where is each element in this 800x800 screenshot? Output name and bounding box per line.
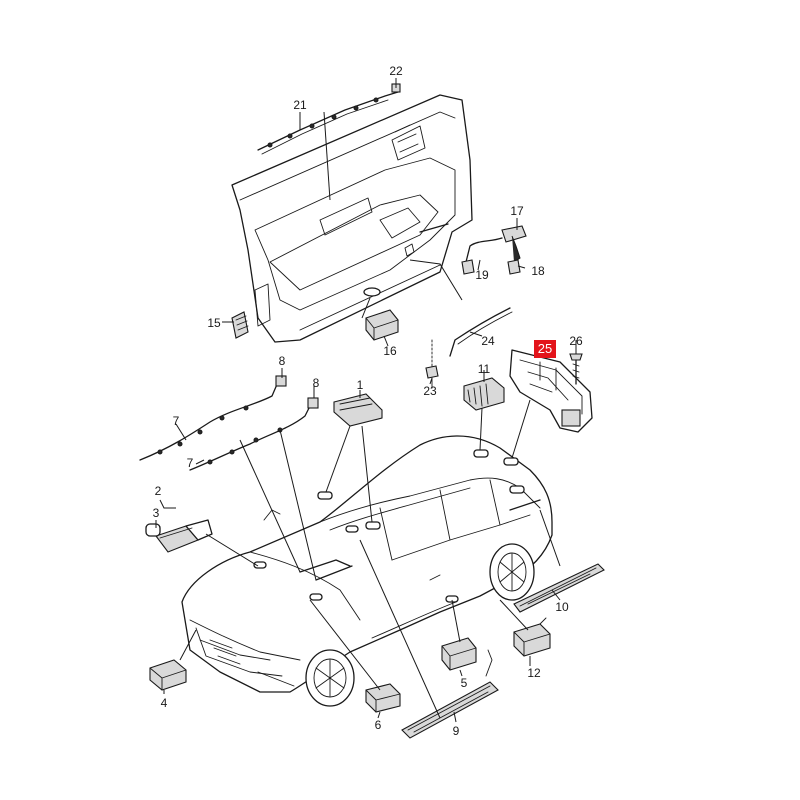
callout-26: 26: [569, 334, 583, 348]
control-module-16: [365, 309, 399, 341]
callout-23: 23: [423, 384, 437, 398]
screw-26: [569, 353, 583, 385]
module-5: [441, 637, 477, 671]
callout-19: 19: [475, 268, 489, 282]
callout-2: 2: [154, 484, 162, 498]
module-4: [149, 659, 187, 691]
callout-18: 18: [531, 264, 545, 278]
callout-9: 9: [452, 724, 460, 738]
module-11: [463, 377, 505, 411]
connector-8: [275, 375, 319, 409]
sill-light-9: [401, 649, 499, 739]
interior-lamp-1: [333, 393, 383, 427]
callout-7a: 7: [172, 414, 180, 428]
connector-17-18-19: [461, 225, 527, 275]
callout-7b: 7: [186, 456, 194, 470]
callout-21: 21: [293, 98, 307, 112]
callout-8b: 8: [312, 376, 320, 390]
switch-2-3: [145, 519, 213, 553]
callout-4: 4: [160, 696, 168, 710]
callout-12: 12: [527, 666, 541, 680]
vehicle-body: [181, 435, 553, 707]
callout-11: 11: [477, 362, 491, 376]
module-6: [365, 683, 401, 713]
callout-8a: 8: [278, 354, 286, 368]
speaker-grille-15: [231, 311, 249, 339]
callout-1: 1: [356, 378, 364, 392]
callout-5: 5: [460, 676, 468, 690]
module-12: [513, 617, 551, 657]
callout-17: 17: [510, 204, 524, 218]
bracket-25: [509, 349, 593, 433]
mounting-lenses: [253, 449, 541, 603]
callout-10: 10: [555, 600, 569, 614]
callout-16: 16: [383, 344, 397, 358]
cable-harness-7: [139, 381, 313, 471]
leader-lines: [155, 78, 577, 723]
light-strip-24: [449, 307, 513, 357]
door-trim-panel: [231, 94, 473, 343]
callout-22: 22: [389, 64, 403, 78]
callout-24: 24: [481, 334, 495, 348]
callout-6: 6: [374, 718, 382, 732]
callout-25-highlighted: 25: [534, 340, 556, 358]
callout-3: 3: [152, 506, 160, 520]
clip-23: [425, 339, 439, 389]
sill-light-10: [513, 563, 605, 613]
callout-15: 15: [207, 316, 221, 330]
